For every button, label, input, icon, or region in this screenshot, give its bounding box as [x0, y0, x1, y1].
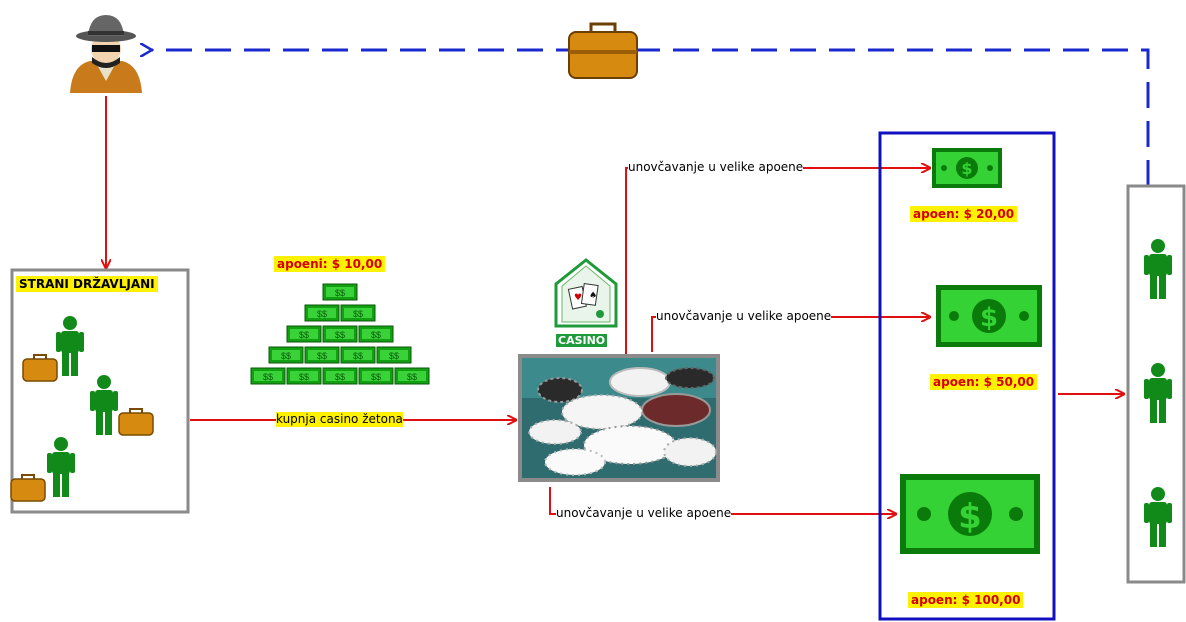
svg-text:♠: ♠: [589, 291, 597, 301]
briefcase-icon: [22, 354, 58, 382]
banknote-100-icon: $: [900, 474, 1040, 554]
banknote-20-icon: $: [932, 148, 1002, 188]
banknote-50-icon: $: [936, 285, 1042, 347]
flow-return-to-spy: [152, 50, 1150, 186]
svg-text:♥: ♥: [574, 293, 582, 303]
spy-icon: [70, 15, 142, 93]
chip-note-icon: [376, 346, 412, 364]
chip-note-icon: [304, 346, 340, 364]
chip-note-icon: [394, 367, 430, 385]
flow-cashout-bottom: [549, 487, 896, 514]
chip-note-icon: [340, 346, 376, 364]
purchase-flow-label: kupnja casino žetona: [276, 412, 403, 427]
banknote-20-label: apoen: $ 20,00: [910, 206, 1018, 222]
casino-chip-pyramid: [250, 283, 430, 385]
chip-note-icon: [286, 367, 322, 385]
chip-note-icon: [322, 367, 358, 385]
cashout-bottom-label: unovčavanje u velike apoene: [556, 506, 732, 521]
svg-text:$: $: [958, 497, 982, 537]
briefcase-icon: [10, 474, 46, 502]
chip-note-icon: [250, 367, 286, 385]
chip-denomination-label: apoeni: $ 10,00: [274, 256, 386, 272]
chip-note-icon: [322, 283, 358, 301]
flow-cashout-top: [625, 168, 930, 355]
svg-text:$: $: [980, 303, 998, 333]
chip-note-icon: [286, 325, 322, 343]
chip-note-icon: [322, 325, 358, 343]
chip-note-icon: [358, 367, 394, 385]
briefcase-icon: [568, 22, 638, 79]
banknote-100-label: apoen: $ 100,00: [908, 592, 1024, 608]
banknote-50-label: apoen: $ 50,00: [930, 374, 1038, 390]
cashout-mid-label: unovčavanje u velike apoene: [656, 309, 832, 324]
chip-note-icon: [304, 304, 340, 322]
briefcase-icon: [118, 408, 154, 436]
flow-cashout-mid: [651, 317, 930, 352]
foreign-nationals-title: STRANI DRŽAVLJANI: [16, 276, 158, 292]
chip-note-icon: [340, 304, 376, 322]
denominations-box: [878, 131, 1056, 621]
casino-sign-label: CASINO: [556, 334, 608, 347]
chip-note-icon: [268, 346, 304, 364]
chip-note-icon: [358, 325, 394, 343]
svg-text:$: $: [961, 159, 972, 178]
casino-chips-photo: [518, 354, 720, 482]
cashout-top-label: unovčavanje u velike apoene: [628, 160, 804, 175]
casino-sign-icon: ♠ ♥: [554, 258, 618, 328]
